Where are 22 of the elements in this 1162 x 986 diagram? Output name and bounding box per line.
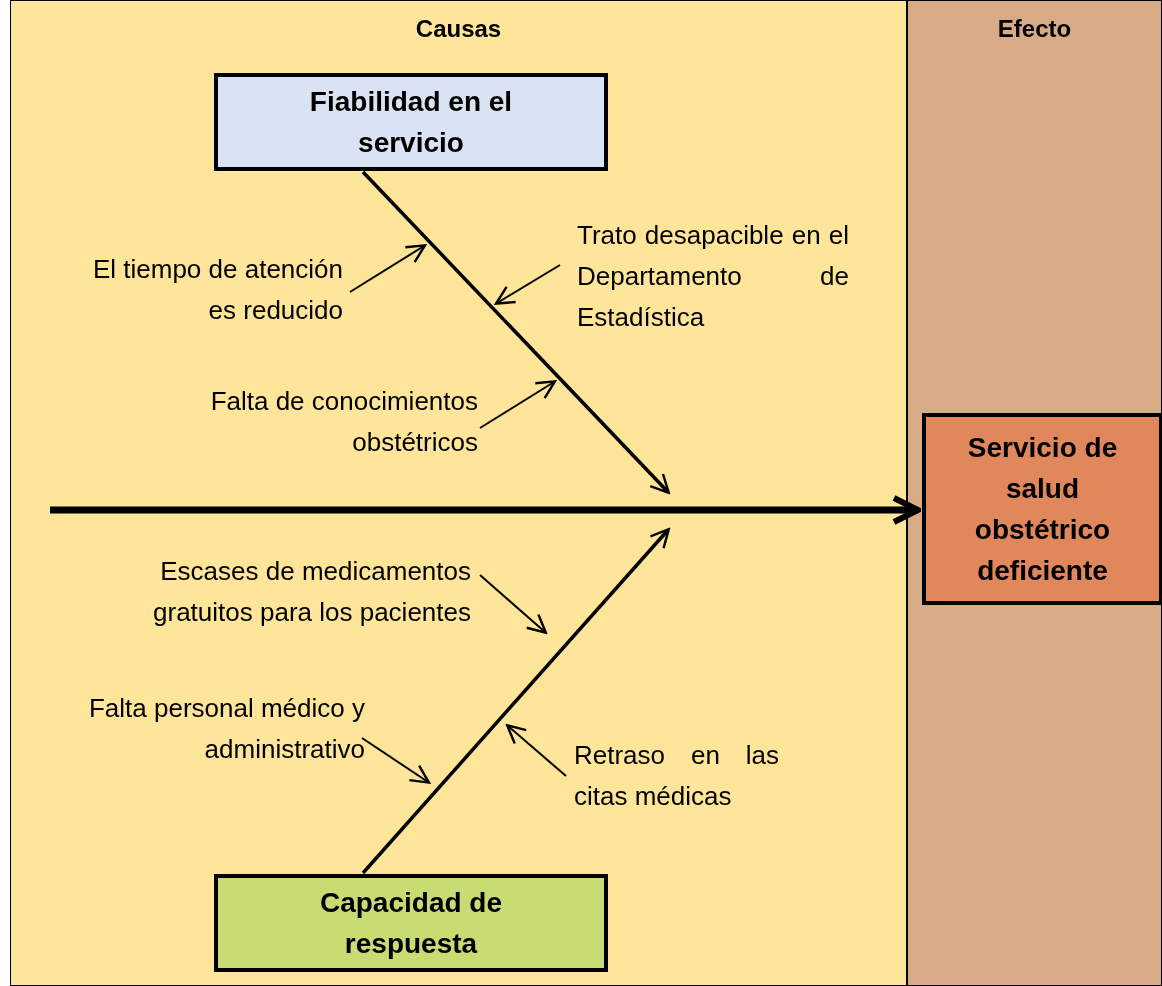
cause-label: El tiempo de atención es reducido [83, 249, 343, 331]
arrow [361, 737, 431, 784]
category-box: Fiabilidad en el servicio [214, 73, 608, 171]
spine-arrow [50, 495, 921, 525]
cause-label: Escases de medicamentos gratuitos para los pacientes [61, 551, 471, 633]
cause-label: Trato desapacible en el Departamento de Estadística [577, 215, 849, 339]
cause-label: Falta personal médico y administrativo [77, 688, 365, 770]
effect-column [907, 0, 1162, 986]
category-box: Capacidad de respuesta [214, 874, 608, 972]
arrow [494, 264, 561, 305]
causes-column [10, 0, 907, 986]
effect-box: Servicio de salud obstétrico deficiente [922, 413, 1162, 605]
arrow [479, 380, 557, 429]
column-header: Efecto [996, 15, 1073, 43]
arrow [479, 574, 548, 634]
column-header: Causas [414, 15, 503, 43]
arrow [505, 724, 567, 777]
bone-arrow [361, 170, 670, 494]
arrow [349, 244, 427, 293]
cause-label: Falta de conocimientos obstétricos [131, 381, 478, 463]
bone-arrow [361, 527, 670, 875]
cause-label: Retraso en las citas médicas [574, 735, 779, 817]
